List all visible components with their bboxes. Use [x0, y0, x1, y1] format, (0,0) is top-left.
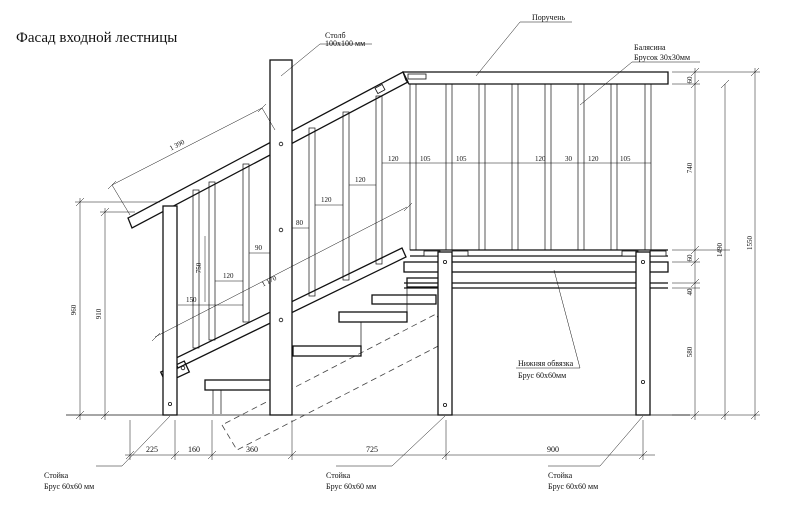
- dim-bottom-360: 360: [246, 445, 258, 454]
- leader-post-top: [280, 43, 321, 77]
- post-middle: [437, 251, 453, 416]
- dim-right-60-top: 60: [686, 76, 694, 84]
- dim-gap-120-c: 120: [588, 155, 599, 163]
- dim-rail-750: 750: [195, 262, 203, 273]
- post-left: [162, 205, 178, 416]
- label-stoyka-right-size: Брус 60х60 мм: [548, 482, 598, 491]
- leader-baluster: [579, 61, 633, 106]
- post-main: [269, 59, 293, 416]
- dim-right-60-mid: 60: [686, 254, 694, 262]
- dim-gap-105-c: 105: [620, 155, 631, 163]
- drawing-title: Фасад входной лестницы: [16, 30, 177, 46]
- dim-incline-1390: 1 390: [168, 138, 186, 153]
- label-stoyka-mid-name: Стойка: [326, 471, 351, 480]
- right-dimensions: 60 740 60 40 580 1490 1550: [672, 67, 760, 420]
- label-baluster-size: Брусок 30х30мм: [634, 53, 690, 62]
- dim-rail-150: 150: [186, 296, 197, 304]
- left-dimensions: 960 910: [70, 197, 160, 420]
- dim-rail-120-b: 120: [321, 196, 332, 204]
- dim-rail-80: 80: [296, 219, 304, 227]
- posts: [162, 59, 651, 416]
- dim-right-580: 580: [686, 346, 694, 357]
- leader-stoyka-mid: [391, 415, 446, 467]
- step-4: [371, 294, 437, 305]
- label-stoyka-left-size: Брус 60х60 мм: [44, 482, 94, 491]
- step-3: [338, 311, 408, 323]
- dashed-stringer: [221, 313, 451, 451]
- dim-right-40: 40: [686, 288, 694, 296]
- leader-handrail: [475, 21, 521, 77]
- dim-rail-120-c: 120: [355, 176, 366, 184]
- label-stoyka-mid-size: Брус 60х60 мм: [326, 482, 376, 491]
- dim-right-740: 740: [686, 162, 694, 173]
- dim-gap-105-b: 105: [456, 155, 467, 163]
- stair-rail-dimensions: 150 120 90 750 80 120 120: [178, 176, 376, 306]
- label-stoyka-left-name: Стойка: [44, 471, 69, 480]
- dim-bottom-900: 900: [547, 445, 559, 454]
- dim-right-1550: 1550: [746, 236, 754, 251]
- callout-leaders: [96, 21, 700, 467]
- dim-rail-120-a: 120: [223, 272, 234, 280]
- inclined-balusters: [192, 95, 383, 349]
- bottom-dimensions: 225 160 360 725 900: [125, 420, 655, 460]
- dim-gap-30: 30: [565, 155, 573, 163]
- dim-bottom-160: 160: [188, 445, 200, 454]
- label-bottom-frame-name: Нижняя обвязка: [518, 359, 574, 368]
- dim-gap-120-b: 120: [535, 155, 546, 163]
- label-post-size: 100х100 мм: [325, 39, 365, 48]
- dim-right-1490: 1490: [716, 243, 724, 258]
- leader-stoyka-left: [121, 415, 171, 467]
- step-1: [204, 379, 272, 391]
- post-right: [635, 251, 651, 416]
- label-post-name: Столб: [325, 31, 346, 40]
- top-gap-dimensions: 120 105 105 120 30 120 105: [382, 155, 651, 164]
- inclined-dimensions: 1 390 1 170: [107, 103, 413, 342]
- dim-gap-105-a: 105: [420, 155, 431, 163]
- bottom-frame-beam: [403, 261, 669, 273]
- dim-left-960: 960: [70, 304, 78, 315]
- dim-bottom-225: 225: [146, 445, 158, 454]
- handrail-horizontal: [402, 71, 669, 85]
- label-bottom-frame-size: Брус 60х60мм: [518, 371, 566, 380]
- dim-rail-90: 90: [255, 244, 263, 252]
- label-stoyka-right-name: Стойка: [548, 471, 573, 480]
- horizontal-balusters: [409, 83, 652, 251]
- label-handrail: Поручень: [532, 13, 566, 22]
- label-baluster-name: Балясина: [634, 43, 666, 52]
- leader-stoyka-right: [599, 415, 644, 467]
- leader-bottom-frame: [553, 269, 581, 369]
- dim-gap-120-a: 120: [388, 155, 399, 163]
- step-2: [292, 345, 362, 357]
- steps: [204, 277, 444, 414]
- dim-bottom-725: 725: [366, 445, 378, 454]
- dim-left-910: 910: [95, 308, 103, 319]
